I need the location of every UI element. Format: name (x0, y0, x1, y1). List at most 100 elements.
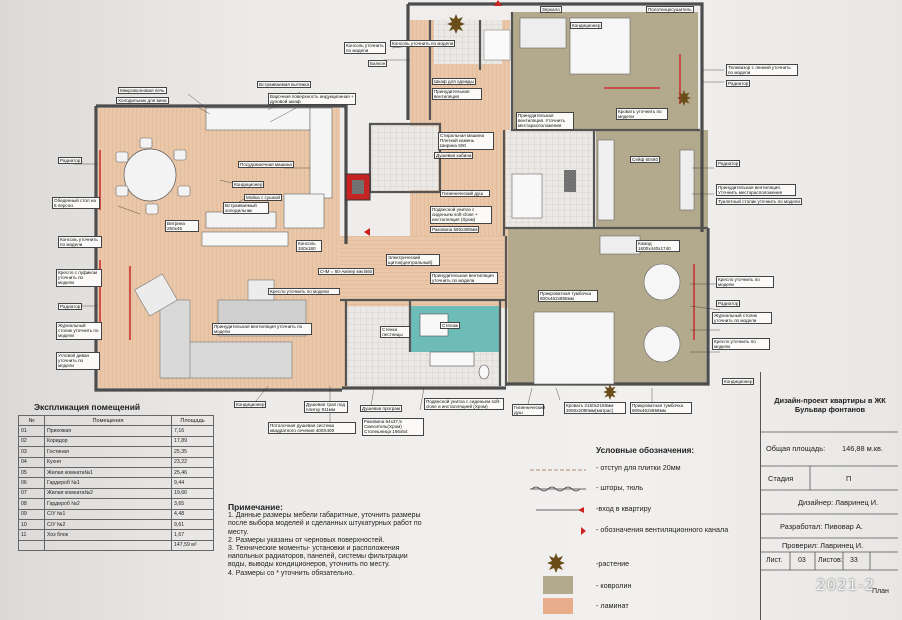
legend-symbols (530, 469, 586, 614)
room-name: Коридор (44, 435, 172, 448)
label-chair-mid: Кресло уточнить по модели (268, 288, 340, 296)
label-wine-fridge: Холодильник для вина (116, 97, 169, 105)
label-dining-table: Обеденный стол на 6 персон (52, 197, 100, 210)
label-armchair: Кресло с пуфиком уточнить по модели (56, 269, 102, 287)
legend-item-entrance: -вход в квартиру (596, 504, 652, 513)
note-line: 4. Размеры со * уточнить обязательно. (228, 569, 355, 577)
dresser-unit (679, 149, 695, 211)
label-radiator-right2: Радиатор (716, 300, 741, 308)
wardrobe-shelves (597, 139, 615, 221)
explication-block: Экспликация помещений № Помещения Площад… (18, 402, 214, 552)
showcase-unit (201, 231, 289, 247)
legend-item-tile-offset: - отступ для плитки 20мм (596, 463, 681, 472)
inner-walls (340, 12, 708, 386)
designer: Дизайнер: Лавринец И. (798, 498, 879, 507)
dining-chairs (115, 137, 191, 215)
room-name: Кухня (44, 456, 172, 468)
entrance-arrow (364, 228, 370, 236)
room-name: Жилая комната№2 (44, 487, 172, 500)
room-name: С/У №2 (44, 518, 172, 531)
room-number: 10 (18, 518, 45, 531)
label-armchair-right2: Кресло уточнить по модели (712, 338, 770, 351)
room-number: 09 (18, 508, 45, 520)
room-area: 4,48 (171, 508, 214, 520)
photo-date-stamp: 2021-2 (816, 576, 876, 594)
checked: Проверил: Лавринец И. (782, 541, 864, 550)
header-room: Помещения (44, 414, 172, 427)
label-forced-vent: Принудительная вентиляция уточнить по мо… (212, 323, 312, 336)
note-line: 2. Размеры указаны от черновых поверхнос… (228, 536, 385, 544)
room-name: Хоз блок (44, 529, 172, 541)
wardrobe-unit (483, 29, 511, 61)
label-hygienic-shower: Гигиенический душ (512, 404, 546, 417)
label-balcony: Балкон (368, 60, 388, 68)
label-forced-vent-hall: Принудительная вентиляция уточнить по мо… (430, 272, 498, 285)
toilet (478, 364, 490, 380)
room-number: 03 (18, 446, 45, 458)
label-conditioner-bed: Кондиционер (570, 22, 603, 30)
sink-counter (429, 351, 475, 367)
dining-table (123, 148, 177, 202)
legend-item-curtains: - шторы, тюль (596, 483, 643, 492)
room-number: 06 (18, 477, 45, 489)
kitchen-countertop (205, 107, 311, 131)
label-radiator-left: Радиатор (58, 157, 83, 165)
label-console-right-top: Консоль уточнить по модели (390, 40, 456, 48)
sheet-value: 03 (798, 557, 806, 564)
label-shower-prog: Душевая програм (360, 405, 402, 413)
label-forced-vent-right: Принудительная вентиляция. Уточнить мест… (716, 184, 796, 197)
room-name: Гардероб №1 (44, 477, 172, 489)
room-number: 05 (18, 466, 45, 479)
room-number: 11 (18, 529, 45, 541)
note-line: 3. Технические моменты- установки и расп… (228, 545, 400, 553)
stage-label: Стадия (768, 474, 794, 483)
label-microwave: Микроволновая печь (118, 87, 167, 95)
label-showcase: Витрина 250х45 (165, 220, 199, 233)
ventilation-core (352, 180, 364, 194)
stamp-grid (760, 431, 898, 571)
header-area: Площадь (171, 414, 214, 427)
area-value: 146,88 м.кв. (842, 444, 884, 453)
note-line: 1. Данные размеры мебели габаритные, уто… (228, 512, 421, 520)
legend-block: Условные обозначения: (520, 446, 740, 459)
label-closet-mid: Стелаж (440, 322, 461, 330)
ventilation-shaft-2 (564, 170, 576, 192)
room-area: 25,46 (171, 466, 214, 479)
armchair (134, 273, 178, 317)
label-hygienic-mid: Гигиенический душ (440, 190, 490, 198)
armchair-right (643, 263, 681, 301)
label-toilet-mid: Подвесной унитаз с сиденьем soft-close +… (430, 206, 492, 224)
label-bed-top: Кровать уточнить по модели (616, 108, 668, 121)
armchair-right-2 (643, 325, 681, 363)
corridor-floor-lower (300, 300, 346, 388)
legend-item-laminate: - ламинат (596, 601, 629, 610)
label-radiator-bed1: Радиатор (726, 80, 751, 88)
label-shelf-mid: Стенка лестницы (380, 326, 410, 339)
developer: Разработал: Пивовар А. (780, 522, 863, 531)
label-console-top: Консоль уточнить по модели (344, 42, 386, 55)
label-safe: Сейф 60х60 (630, 156, 661, 164)
label-wardrobe: Шкаф для одежды (432, 78, 476, 86)
label-hood: Встраиваемая вытяжка (257, 81, 312, 89)
label-bed-bottom: Кровать 2150х2150мм 2060х2090мм(матрас) (564, 402, 626, 415)
legend-item-plant: -растение (596, 559, 630, 568)
room-number: 01 (18, 425, 45, 437)
table-header-row: № Помещения Площадь (18, 414, 214, 427)
label-wall-toilet: Подвесной унитаз с сиденьем soft-close и… (424, 398, 504, 411)
room-area: 17,89 (171, 435, 214, 448)
project-title: Дизайн-проект квартиры в ЖК Бульвар фонт… (774, 396, 886, 414)
notes-title: Примечание: (228, 502, 283, 512)
room-number: 07 (18, 487, 45, 500)
label-washing-machine: Стиральная машина Плеткий камень Ширина … (438, 132, 494, 150)
room-number: 08 (18, 498, 45, 510)
label-dishwasher: Посудомоечная машина (238, 161, 294, 169)
room-area: 23,22 (171, 456, 214, 468)
